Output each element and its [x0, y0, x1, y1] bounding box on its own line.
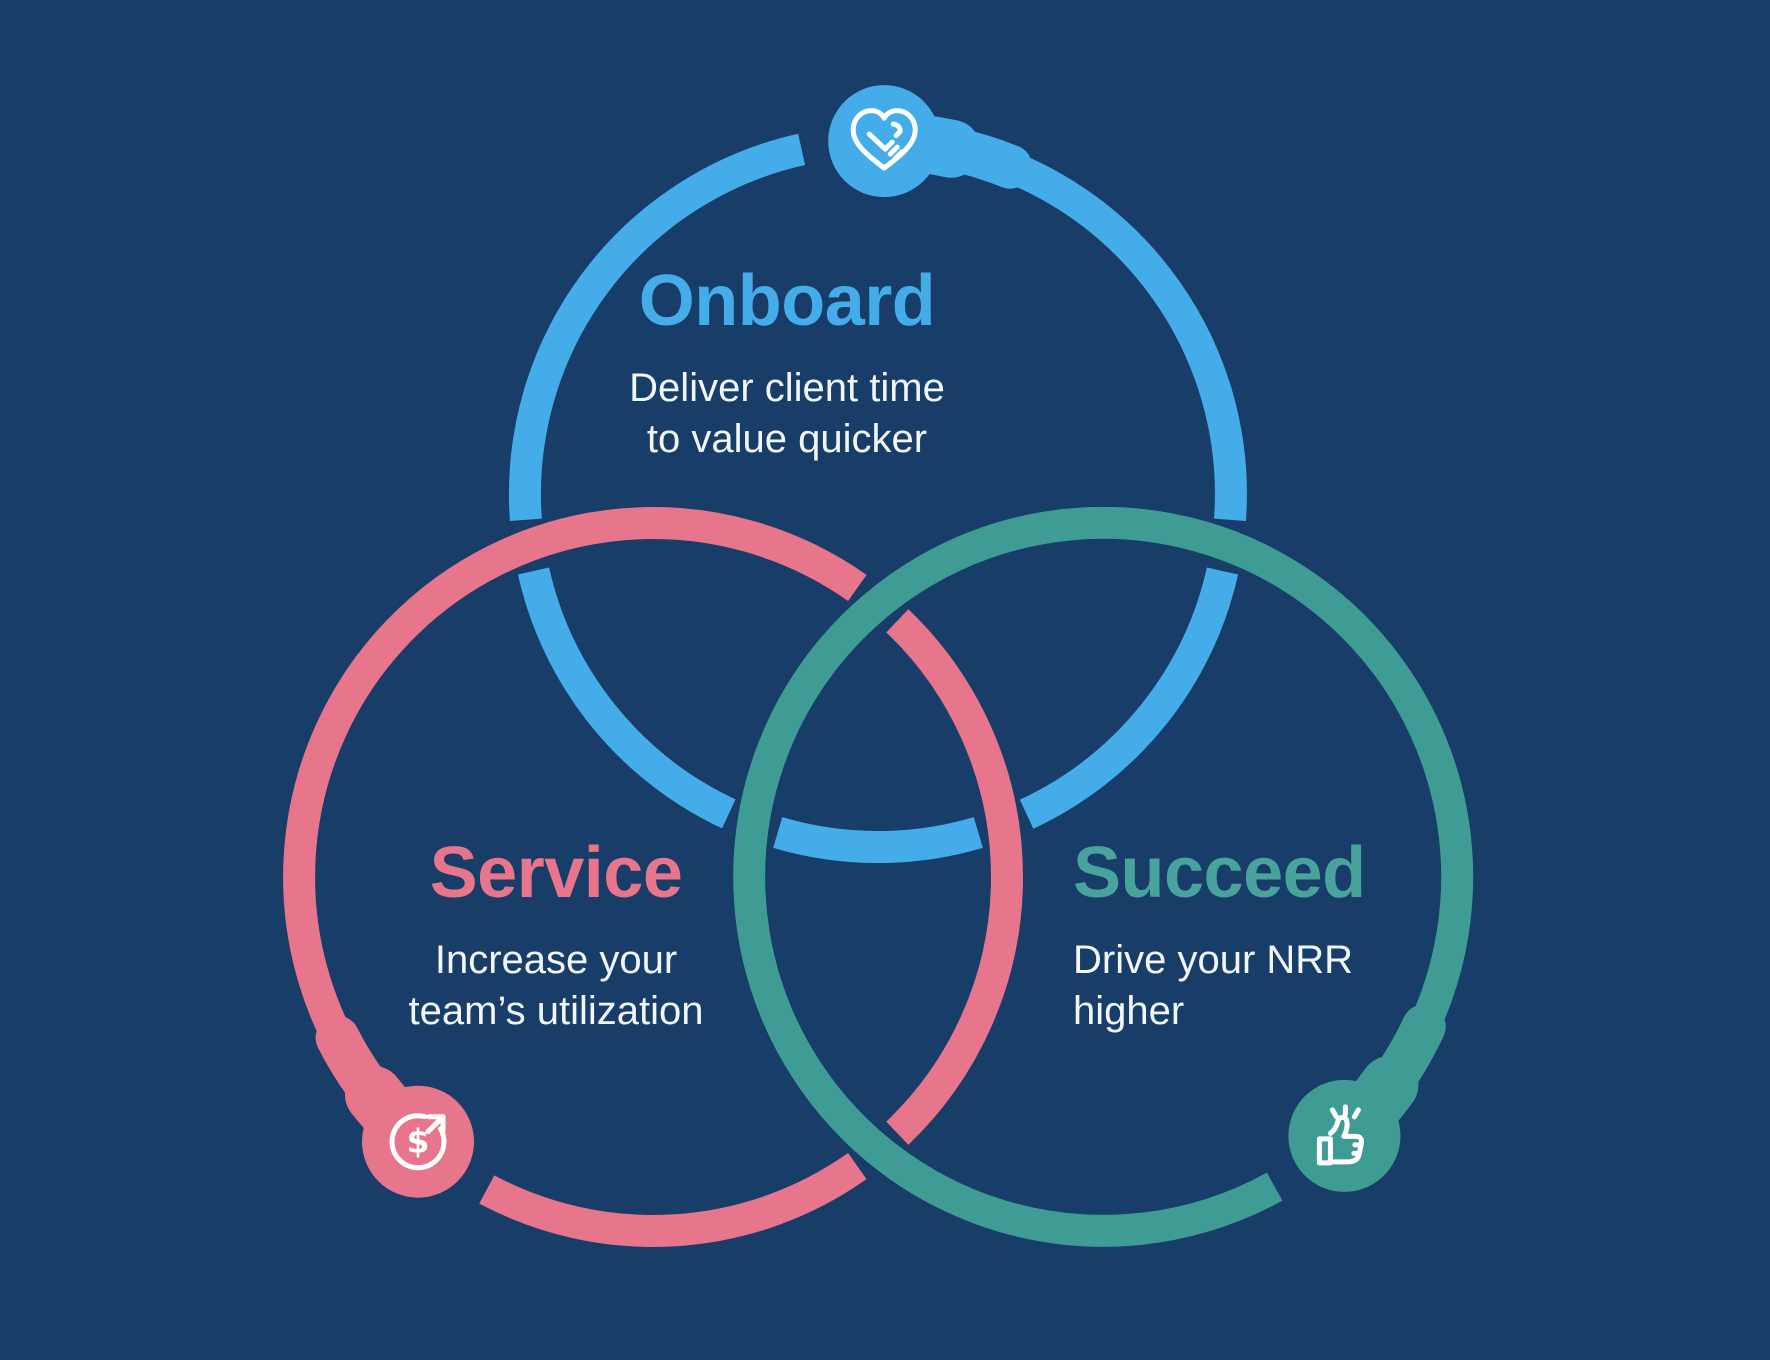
succeed-description: Drive your NRR higher [1073, 935, 1366, 1037]
thumbs-up-icon [1316, 1104, 1365, 1166]
onboard-label-block: Onboard Deliver client time to value qui… [629, 261, 945, 465]
onboard-description-line2: to value quicker [646, 416, 928, 461]
service-description-line2: team’s utilization [408, 988, 704, 1033]
service-title: Service [429, 833, 683, 913]
service-description: Increase your team’s utilization [409, 935, 704, 1037]
service-ring [283, 507, 1023, 1247]
onboard-icon-bubble [828, 85, 941, 198]
handshake-heart-icon [850, 108, 918, 171]
onboard-ring [508, 85, 1247, 863]
onboard-title: Onboard [638, 261, 936, 341]
service-icon-bubble [362, 1085, 474, 1198]
onboard-ring-dash [773, 817, 983, 863]
onboard-ring-arc [517, 567, 736, 829]
succeed-description-line1: Drive your NRR [1073, 938, 1354, 983]
onboard-ring-arc [936, 130, 1247, 521]
onboard-description: Deliver client time to value quicker [629, 363, 945, 465]
service-ring-arc [886, 609, 1023, 1145]
service-ring-arc [283, 507, 867, 1100]
succeed-ring-arc [733, 506, 1474, 1247]
succeed-label-block: Succeed Drive your NRR higher [1073, 833, 1366, 1037]
service-ring-arc [479, 1153, 867, 1247]
dollar-glyph: $ [407, 1122, 430, 1161]
onboard-ring-arc [1019, 567, 1239, 829]
dollar-growth-icon: $ [389, 1113, 447, 1171]
onboard-ring-arc [508, 133, 806, 521]
succeed-title: Succeed [1073, 833, 1366, 913]
succeed-description-line2: higher [1073, 988, 1185, 1033]
service-description-line1: Increase your [434, 938, 678, 983]
service-label-block: Service Increase your team’s utilization [409, 833, 704, 1037]
onboard-description-line1: Deliver client time [629, 366, 945, 411]
